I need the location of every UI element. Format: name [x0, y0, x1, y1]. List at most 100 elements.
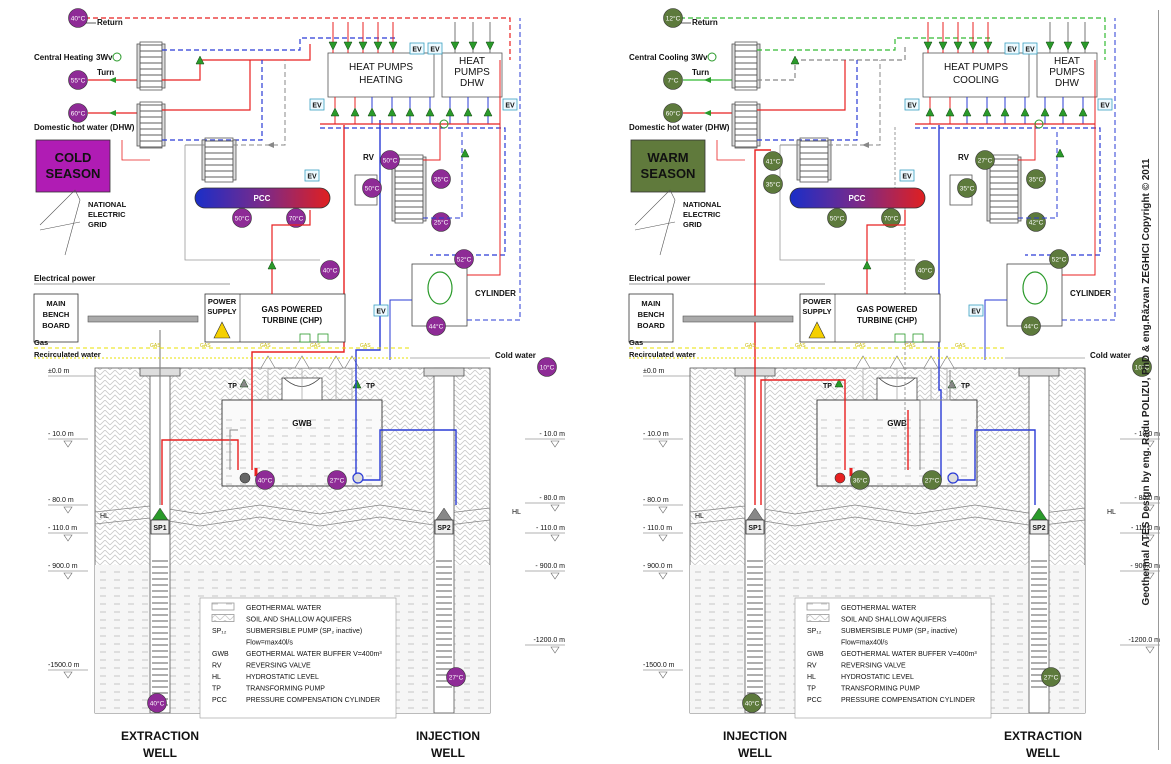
- sp1-label: SP1: [748, 525, 761, 532]
- gwb-hot-temp-value: 40°C: [258, 477, 273, 485]
- bottom-left-temp-badge: [742, 693, 762, 713]
- expansion-vessel-icon: [1022, 42, 1038, 55]
- flow-arrow-icon: [704, 77, 711, 83]
- expansion-vessel-icon: [502, 98, 518, 111]
- ev-label: EV: [1100, 103, 1110, 110]
- sp2-body: [1029, 519, 1049, 535]
- pipe: [757, 60, 858, 141]
- tp-label: TP: [823, 383, 832, 390]
- pipe: [389, 299, 412, 360]
- turn-temp-value: 7°C: [668, 77, 679, 85]
- hp-right-2-temp-value: 42°C: [1029, 219, 1044, 227]
- heat-pumps-dhw-label: DHW: [460, 78, 484, 89]
- pump-icon: [925, 107, 935, 117]
- legend-key: RV: [212, 663, 222, 670]
- pump-icon: [387, 107, 397, 117]
- pump-icon: [267, 260, 277, 270]
- pylon-icon: [39, 189, 81, 256]
- hx-flange: [756, 43, 761, 89]
- right-well-label: WELL: [431, 746, 465, 760]
- pump-icon: [239, 378, 249, 388]
- legend-text: GEOTHERMAL WATER: [246, 605, 321, 612]
- pcc-right-temp-badge: [286, 208, 306, 228]
- ev-label: EV: [307, 174, 317, 181]
- gwb-hot-temp-badge: [850, 470, 870, 490]
- legend-text: REVERSING VALVE: [246, 663, 311, 670]
- pump-icon: [343, 41, 353, 51]
- tp-label: TP: [366, 383, 375, 390]
- bottom-right-temp-value: 27°C: [449, 674, 464, 682]
- cylinder-label: CYLINDER: [475, 289, 516, 298]
- legend-swatch: [211, 602, 235, 611]
- legend-key: HL: [807, 674, 816, 681]
- gwb-cold-temp-badge: [922, 470, 942, 490]
- left-b-temp-value: 35°C: [766, 181, 781, 189]
- bottom-right-temp-value: 27°C: [1044, 674, 1059, 682]
- legend-text: GEOTHERMAL WATER: [841, 605, 916, 612]
- pcc-left-temp-badge: [232, 208, 252, 228]
- pipe: [360, 429, 457, 505]
- pump-icon: [358, 41, 368, 51]
- season-label: COLD: [55, 150, 92, 165]
- tp-label: TP: [961, 383, 970, 390]
- return-pipe: [680, 17, 1106, 60]
- pump-icon: [1040, 107, 1050, 117]
- heat-pumps-main-label: HEAT PUMPS: [944, 62, 1008, 73]
- sp1-label: SP1: [153, 525, 166, 532]
- pump-icon: [330, 107, 340, 117]
- depth-label: -1500.0 m: [48, 662, 80, 669]
- pump-icon: [1020, 107, 1030, 117]
- flow-arrow-icon: [862, 142, 869, 148]
- rv-label: RV: [363, 153, 375, 162]
- pump-icon: [1000, 107, 1010, 117]
- pcc-label: PCC: [849, 194, 866, 203]
- heat-pumps-dhw-label: PUMPS: [1049, 67, 1085, 78]
- grid-label: NATIONAL: [88, 200, 127, 209]
- flow-arrow-icon: [267, 142, 274, 148]
- expansion-vessel-icon: [373, 304, 389, 317]
- gas-tag: GAS: [150, 343, 161, 349]
- pipe: [229, 429, 238, 470]
- flow-arrow-icon: [109, 77, 116, 83]
- right-well-label: WELL: [1026, 746, 1060, 760]
- electrical-power-label: Electrical power: [629, 274, 690, 283]
- cylinder-top-temp-value: 52°C: [457, 256, 472, 264]
- ev-label: EV: [1007, 47, 1017, 54]
- gwb-probe-icon: [239, 472, 251, 484]
- meter-icon: [299, 333, 311, 343]
- expansion-vessel-icon: [427, 42, 443, 55]
- hx-flange: [422, 156, 427, 222]
- loop-label: Central Heating: [34, 53, 93, 62]
- turn-label: Turn: [97, 68, 114, 77]
- season-label: WARM: [647, 150, 688, 165]
- depth-marker-icon: [1145, 572, 1155, 580]
- return-pipe: [85, 17, 511, 60]
- gas-tag: GAS: [745, 343, 756, 349]
- expansion-vessel-icon: [1097, 98, 1113, 111]
- summer-panel: GWB±0.0 m- 10.0 m- 80.0 m- 110.0 m- 900.…: [628, 8, 1160, 760]
- hl-label: HL: [1107, 509, 1116, 516]
- main-bench-label: MAIN: [46, 299, 65, 308]
- main-bench-label: BENCH: [638, 310, 665, 319]
- legend-text: TRANSFORMING PUMP: [841, 686, 920, 693]
- ev-label: EV: [902, 174, 912, 181]
- cylinder-tank: [411, 263, 468, 327]
- hp-in-temp-value: 50°C: [383, 157, 398, 165]
- three-way-valve-icon: [112, 52, 122, 62]
- pump-icon: [1045, 41, 1055, 51]
- legend-key: GWB: [212, 651, 229, 658]
- heat-pumps-main: [327, 52, 435, 98]
- legend-key: GWB: [807, 651, 824, 658]
- depth-marker-icon: [1145, 646, 1155, 654]
- cold-water-temp-value: 10°C: [540, 364, 555, 372]
- level-zero-label: ±0.0 m: [643, 368, 665, 375]
- hx-flange: [731, 103, 736, 147]
- legend-key: PCC: [807, 697, 822, 704]
- pipe: [915, 127, 1101, 256]
- pipe: [754, 149, 771, 505]
- grid-label: NATIONAL: [683, 200, 722, 209]
- heat-pumps-dhw-label: HEAT: [1054, 56, 1080, 67]
- left-well-label: WELL: [738, 746, 772, 760]
- power-supply-label: POWER: [803, 297, 832, 306]
- hx-flange: [136, 103, 141, 147]
